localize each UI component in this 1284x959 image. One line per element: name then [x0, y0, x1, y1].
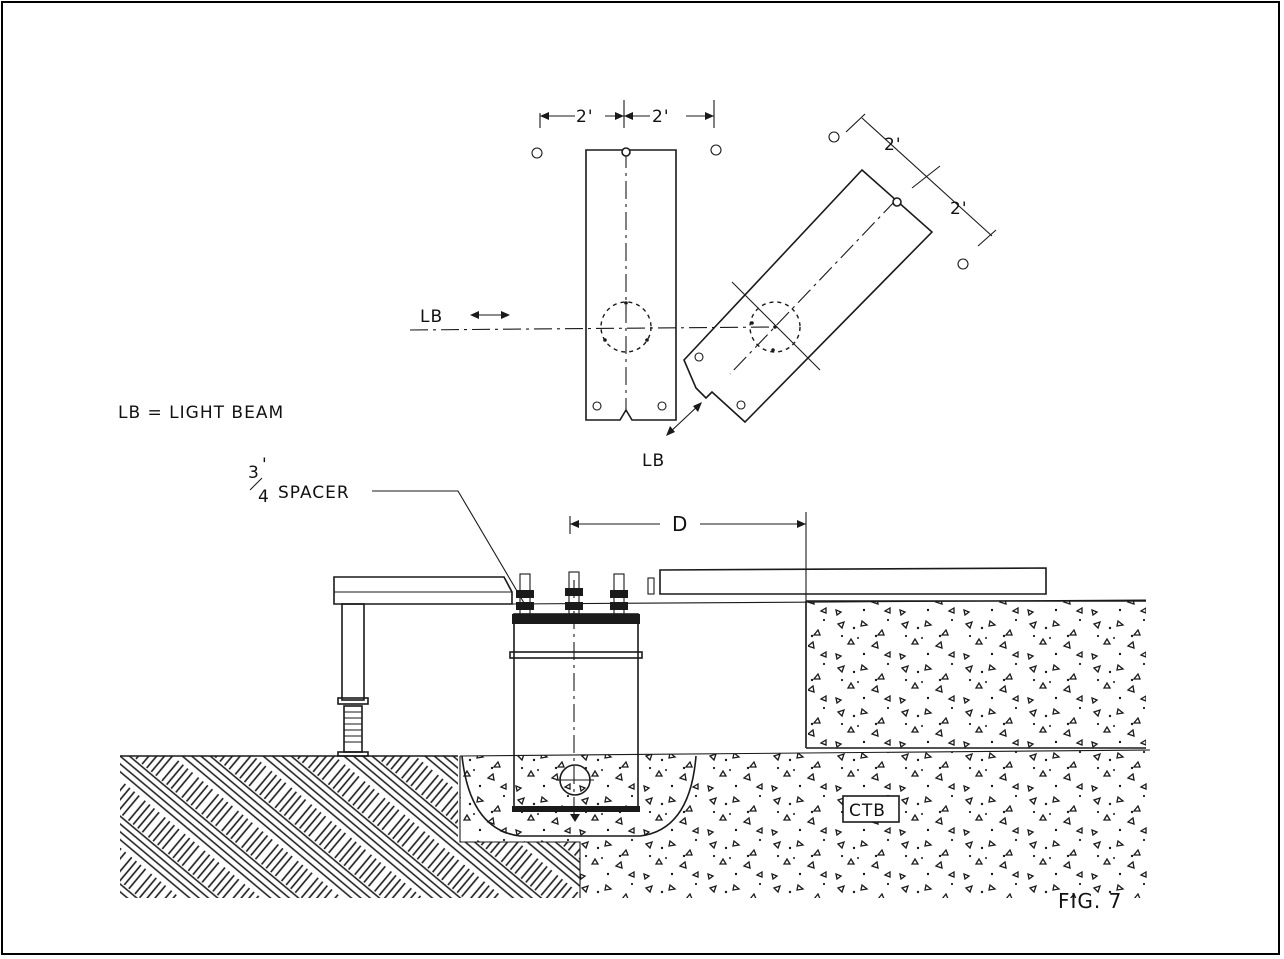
spacer-fraction-num: 3: [248, 463, 260, 483]
dim-diag-line: [861, 117, 993, 237]
ctb-label: CTB: [849, 801, 886, 821]
arrowhead: [540, 112, 549, 120]
arrowhead: [624, 112, 633, 120]
dim-right-label: 2': [652, 107, 670, 127]
bolt-dot: [771, 348, 775, 352]
arrowhead: [470, 311, 479, 319]
dim-diag-lower-label: 2': [950, 199, 968, 219]
bolt-center: [565, 571, 583, 615]
spacer-mark: ': [262, 455, 268, 475]
spacer-label: SPACER: [278, 483, 350, 503]
beam-label-diagonal: LB: [642, 451, 665, 471]
housing-base: [512, 806, 640, 812]
top-plate-left: [333, 576, 513, 605]
beam-arrow-diag: [667, 403, 701, 435]
bolt-dot: [645, 338, 649, 342]
fraction-slash: [249, 477, 263, 491]
ctb-base: [460, 750, 1150, 898]
diagonal-plate: [683, 168, 934, 424]
screw-icon: [736, 400, 746, 410]
arrowhead: [501, 311, 510, 319]
top-plate-right: [659, 567, 1047, 595]
post-collar: [337, 697, 369, 705]
dim-ext: [977, 229, 997, 247]
arrowhead: [797, 520, 806, 528]
beam-label-horizontal: LB: [420, 307, 443, 327]
target-marker: [957, 258, 969, 270]
target-marker: [710, 144, 722, 156]
arrowhead: [705, 112, 714, 120]
arrowhead: [570, 520, 579, 528]
housing-band: [509, 651, 643, 659]
spacer-fraction-den: 4: [258, 487, 270, 507]
pit-outline: [461, 755, 697, 837]
dim-diag-upper-label: 2': [884, 135, 902, 155]
spacer-pin: [647, 577, 655, 595]
fig-label: FIG. 7: [1058, 889, 1122, 913]
vertical-plate: [585, 149, 677, 421]
legend-text: LB = LIGHT BEAM: [118, 403, 284, 423]
spacer-leader: [372, 490, 528, 609]
hidden-circle: [600, 301, 652, 353]
ground-hatch: [120, 756, 580, 898]
target-marker: [828, 131, 840, 143]
ctb-box: [842, 795, 900, 823]
dim-left-label: 2': [576, 107, 594, 127]
bolt-dot: [750, 321, 754, 325]
crosshair: [731, 281, 821, 371]
light-beam-line: [409, 326, 776, 331]
dim-d-label: D: [672, 512, 688, 536]
plate-pin: [892, 197, 902, 207]
pavement-slab: [808, 601, 1146, 748]
arrowhead: [693, 402, 702, 412]
diagonal-centerline: [729, 199, 897, 375]
plate-pin: [621, 147, 631, 157]
bolt-right: [610, 573, 628, 615]
screw-icon: [592, 401, 602, 411]
support-post: [341, 603, 365, 701]
post-thread: [343, 705, 363, 753]
housing-cap: [512, 614, 640, 624]
ctb-edge: [459, 756, 581, 898]
arrowhead: [615, 112, 624, 120]
screw-icon: [657, 401, 667, 411]
bolt-dot: [624, 301, 628, 305]
arrowhead: [666, 426, 675, 436]
dim-ext: [845, 113, 866, 133]
section-view: 3 ' 4 SPACER D CTB: [120, 455, 1151, 898]
plan-view: 2' 2' LB: [409, 100, 997, 471]
bolt-left: [516, 573, 534, 615]
bolt-dot: [603, 338, 607, 342]
screw-icon: [694, 352, 704, 362]
dim-ext: [911, 165, 941, 189]
hidden-circle: [749, 301, 801, 353]
arrowhead: [570, 814, 580, 822]
ctb-top-line: [459, 749, 1151, 757]
target-marker: [531, 147, 543, 159]
post-foot: [337, 751, 369, 757]
